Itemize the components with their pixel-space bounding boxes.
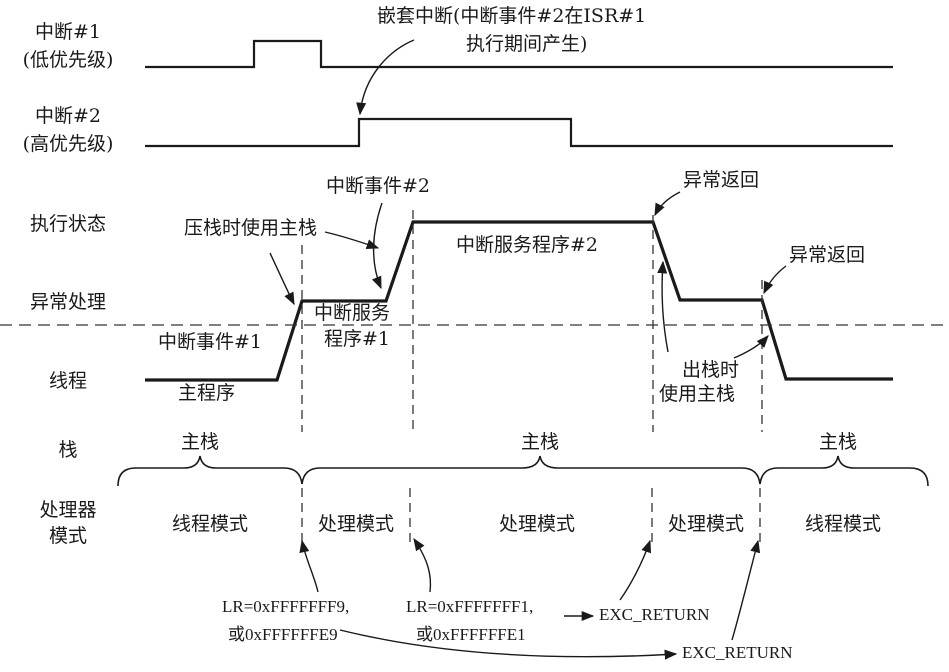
stack-main-2: 主栈 (521, 431, 559, 453)
irq1-priority-label: (低优先级) (23, 49, 114, 71)
exec-state-label: 执行状态 (30, 213, 106, 235)
pop-main-stack-arrow-right (733, 335, 769, 359)
exception-return-2-label: 异常返回 (789, 244, 865, 266)
isr2-label: 中断服务程序#2 (456, 234, 598, 256)
processor-mode-label-1: 处理器 (39, 499, 96, 521)
lr-value-1-line1: LR=0xFFFFFFF9, (222, 597, 349, 616)
stack-brace-2 (301, 455, 761, 485)
stack-brace-3 (759, 455, 929, 487)
exception-return-1-label: 异常返回 (683, 169, 759, 191)
irq-event-2-label: 中断事件#2 (326, 175, 430, 197)
pop-main-stack-label-1: 出栈时 (682, 359, 739, 381)
nested-interrupt-note-1: 嵌套中断(中断事件#2在ISR#1 (377, 5, 646, 27)
mode-thread-2: 线程模式 (805, 513, 881, 535)
nested-interrupt-arrow (356, 39, 415, 116)
pop-main-stack-label-2: 使用主栈 (659, 383, 735, 405)
push-main-stack-label: 压栈时使用主栈 (184, 217, 317, 239)
exc-return-b-to-transition-arrow (731, 539, 761, 641)
irq2-priority-label: (高优先级) (23, 133, 114, 155)
exception-handling-label: 异常处理 (30, 291, 106, 313)
stack-main-1: 主栈 (181, 431, 219, 453)
exception-return-1-arrow (654, 191, 681, 217)
exception-return-2-arrow (763, 265, 787, 295)
isr1-label-1: 中断服务 (314, 302, 390, 324)
lr1-to-exc-return-b-arrow (339, 629, 678, 660)
push-main-stack-arrow-right (324, 231, 380, 250)
mode-handler-1: 处理模式 (318, 513, 394, 535)
pop-main-stack-arrow-left (657, 260, 669, 353)
execution-state-waveform (145, 220, 893, 382)
mode-thread-1: 线程模式 (172, 513, 248, 535)
isr1-label-2: 程序#1 (324, 328, 390, 350)
exc-return-a-to-transition-arrow (619, 539, 652, 601)
push-main-stack-arrow-left (269, 252, 295, 306)
processor-mode-label-2: 模式 (49, 525, 87, 547)
irq1-waveform (145, 39, 893, 69)
stack-brace-1 (117, 455, 303, 487)
stack-main-3: 主栈 (819, 431, 857, 453)
thread-label: 线程 (49, 370, 87, 392)
exc-return-label-a: EXC_RETURN (599, 605, 710, 624)
lr2-to-transition-arrow (413, 537, 432, 593)
irq1-label: 中断#1 (35, 21, 101, 43)
lr1-to-transition-arrow (299, 539, 319, 593)
lr-value-1-line2: 或0xFFFFFFE9 (228, 625, 338, 644)
mode-handler-2: 处理模式 (499, 513, 575, 535)
lr-value-2-line2: 或0xFFFFFFE1 (416, 625, 526, 644)
mode-handler-3: 处理模式 (668, 513, 744, 535)
irq2-label: 中断#2 (35, 105, 101, 127)
irq2-waveform (145, 117, 893, 148)
stack-label: 栈 (58, 439, 77, 461)
main-program-label: 主程序 (178, 382, 235, 404)
exc-return-label-b: EXC_RETURN (682, 643, 793, 662)
irq-event-2-arrow (371, 202, 383, 290)
lr-value-2-line1: LR=0xFFFFFFF1, (406, 597, 533, 616)
nested-interrupt-note-2: 执行期间产生) (466, 33, 587, 55)
irq-event-1-label: 中断事件#1 (158, 331, 262, 353)
